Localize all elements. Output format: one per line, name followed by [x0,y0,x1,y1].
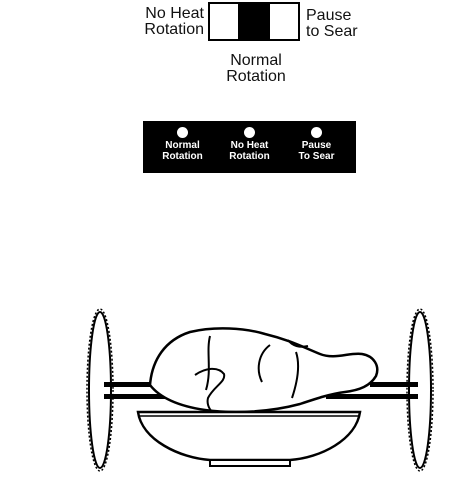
right-spit-wheel [406,308,434,472]
rotisserie-roast-icon [86,308,434,472]
switch-bottom-label: Normal Rotation [226,52,286,85]
switch-left-label: No Heat Rotation [144,5,204,38]
switch-position-left[interactable] [210,4,240,39]
drip-bowl [136,410,362,467]
indicator-light-icon [311,127,322,138]
switch-right-label: Pause to Sear [306,7,358,40]
indicator-label: No Heat Rotation [229,140,270,162]
indicator-light-icon [244,127,255,138]
indicator-label: Normal Rotation [162,140,203,162]
indicator-normal-rotation: Normal Rotation [151,127,215,162]
left-spit-wheel [86,308,114,472]
spit-rod [104,382,418,399]
indicator-label: Pause To Sear [298,140,335,162]
switch-position-center[interactable] [240,4,268,39]
roast [148,327,379,417]
switch-position-right[interactable] [268,4,298,39]
indicator-no-heat-rotation: No Heat Rotation [218,127,282,162]
indicator-light-icon [177,127,188,138]
rotation-mode-switch[interactable] [208,2,300,41]
indicator-pause-to-sear: Pause To Sear [285,127,349,162]
indicator-panel: Normal Rotation No Heat Rotation Pause T… [143,121,356,173]
